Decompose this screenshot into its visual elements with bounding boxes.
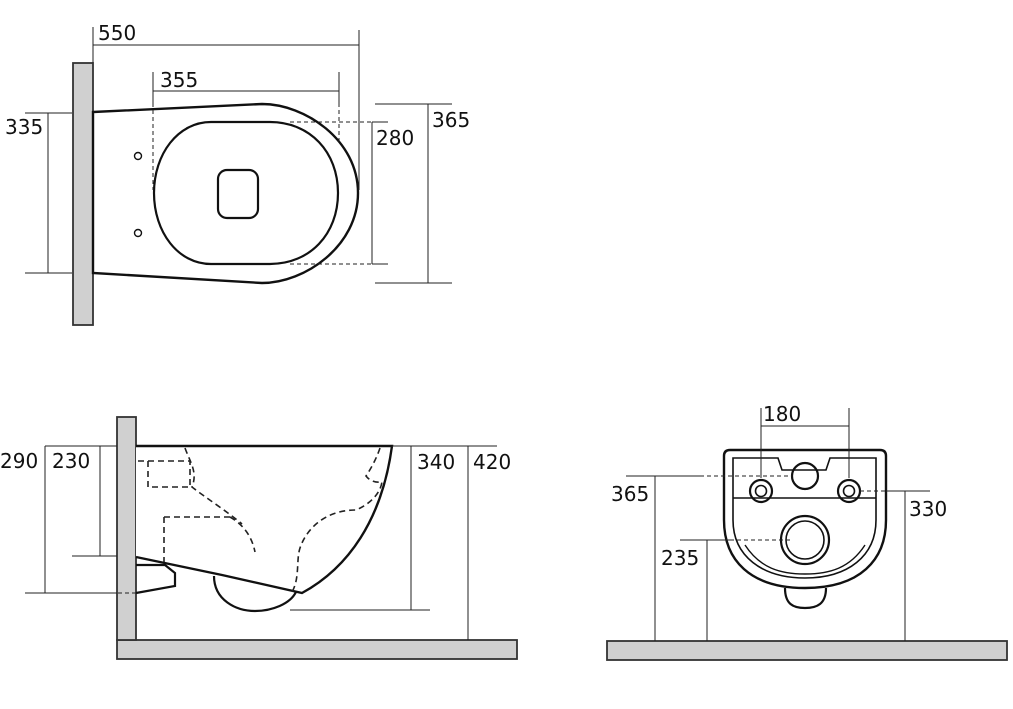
dim-355-label: 355 (160, 68, 198, 92)
side-view-inlet-hidden (138, 460, 191, 488)
front-view: 180 365 235 330 (606, 402, 1008, 661)
top-view-seat-opening (152, 120, 340, 266)
front-view-bolt-left-inner (754, 484, 768, 498)
dim-365-top-label: 365 (432, 108, 470, 132)
top-view-fixing-hole-lower (133, 228, 143, 238)
dim-330-label: 330 (909, 497, 947, 521)
dim-420-label: 420 (473, 450, 511, 474)
front-view-trap (783, 587, 828, 610)
side-view-outlet-hidden (163, 516, 256, 562)
top-view-wall (72, 62, 94, 326)
dim-235-label: 235 (661, 546, 699, 570)
top-view-outlet-square (216, 168, 260, 220)
side-view: 290 230 340 420 (0, 416, 518, 660)
dim-550-label: 550 (98, 21, 136, 45)
front-view-inner-bottom (744, 544, 866, 575)
dim-335-label: 335 (5, 115, 43, 139)
front-view-inner-outline (732, 457, 877, 579)
side-view-wall (116, 416, 137, 641)
front-view-bolt-right-inner (842, 484, 856, 498)
top-view-fixing-hole-upper (133, 151, 143, 161)
top-view: 550 355 335 280 365 (5, 21, 470, 326)
dim-340-label: 340 (417, 450, 455, 474)
side-view-outlet-spigot (135, 563, 177, 595)
dim-290-label: 290 (0, 449, 38, 473)
top-view-bowl-outline (91, 102, 360, 285)
side-view-bowl-outline (135, 444, 394, 595)
dim-280-label: 280 (376, 126, 414, 150)
front-view-bolt-left (748, 478, 774, 504)
front-view-floor (606, 640, 1008, 661)
dim-230-label: 230 (52, 449, 90, 473)
front-view-body-outline (722, 448, 888, 590)
dim-365-front-label: 365 (611, 482, 649, 506)
side-view-rim-hidden (291, 447, 383, 593)
side-view-channel-hidden (184, 447, 243, 525)
dim-180-label: 180 (763, 402, 801, 426)
side-view-floor (116, 639, 518, 660)
side-view-trap (212, 575, 297, 613)
